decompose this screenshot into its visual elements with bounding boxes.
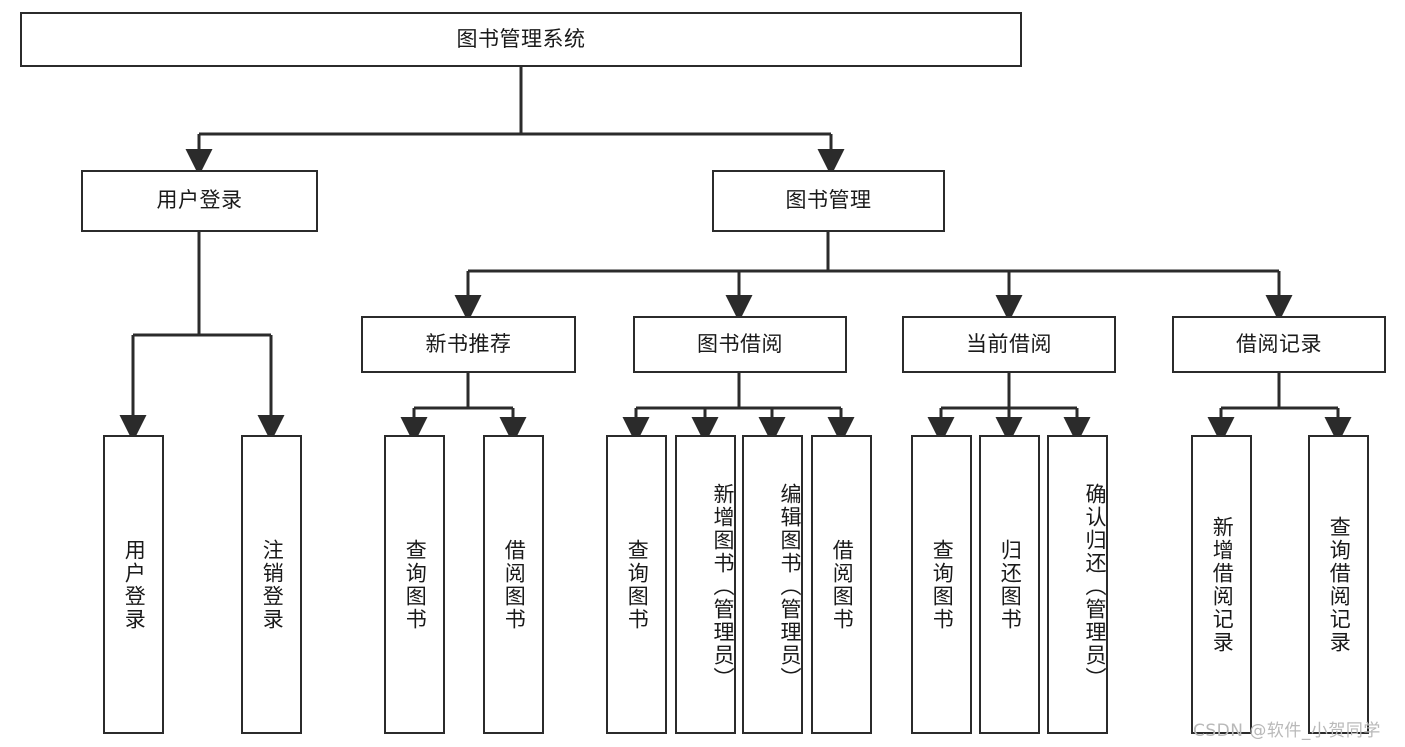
node-label: 查询图书 bbox=[625, 538, 650, 631]
leaf-borrow-record-add[interactable]: 新增借阅记录 bbox=[1191, 435, 1252, 734]
node-user-login[interactable]: 用户登录 bbox=[81, 170, 318, 232]
node-label: 用户登录 bbox=[156, 188, 243, 213]
node-new-book-recommendation[interactable]: 新书推荐 bbox=[361, 316, 576, 373]
leaf-book-borrow-borrow[interactable]: 借阅图书 bbox=[811, 435, 872, 734]
node-label: 新增图书（管理员） bbox=[711, 483, 735, 690]
csdn-watermark: CSDN @软件_小贺同学 bbox=[1193, 716, 1381, 741]
leaf-user-login-signout[interactable]: 注销登录 bbox=[241, 435, 302, 734]
leaf-new-book-borrow[interactable]: 借阅图书 bbox=[483, 435, 544, 734]
node-label: 当前借阅 bbox=[966, 331, 1052, 356]
node-label: 新书推荐 bbox=[425, 331, 512, 356]
leaf-new-book-query[interactable]: 查询图书 bbox=[384, 435, 445, 734]
leaf-book-borrow-edit-admin[interactable]: 编辑图书（管理员） bbox=[742, 435, 803, 734]
node-book-management[interactable]: 图书管理 bbox=[712, 170, 945, 232]
node-label: 查询图书 bbox=[403, 538, 428, 631]
node-label: 新增借阅记录 bbox=[1210, 515, 1235, 654]
leaf-current-borrow-query[interactable]: 查询图书 bbox=[911, 435, 972, 734]
leaf-book-borrow-query[interactable]: 查询图书 bbox=[606, 435, 667, 734]
node-label: 图书管理 bbox=[785, 188, 872, 213]
node-label: 图书管理系统 bbox=[456, 26, 586, 51]
node-label: 图书借阅 bbox=[697, 331, 783, 356]
node-label: 用户登录 bbox=[122, 538, 147, 631]
leaf-book-borrow-add-admin[interactable]: 新增图书（管理员） bbox=[675, 435, 736, 734]
leaf-current-borrow-return[interactable]: 归还图书 bbox=[979, 435, 1040, 734]
node-label: 借阅图书 bbox=[830, 538, 855, 631]
leaf-borrow-record-query[interactable]: 查询借阅记录 bbox=[1308, 435, 1369, 734]
node-root-book-management-system[interactable]: 图书管理系统 bbox=[20, 12, 1022, 67]
node-current-borrowing[interactable]: 当前借阅 bbox=[902, 316, 1116, 373]
node-label: 注销登录 bbox=[260, 538, 285, 631]
node-label: 借阅记录 bbox=[1236, 331, 1322, 356]
node-label: 查询借阅记录 bbox=[1327, 515, 1352, 654]
node-book-borrowing[interactable]: 图书借阅 bbox=[633, 316, 847, 373]
node-label: 编辑图书（管理员） bbox=[778, 483, 802, 690]
leaf-user-login-signin[interactable]: 用户登录 bbox=[103, 435, 164, 734]
node-label: 确认归还（管理员） bbox=[1083, 483, 1107, 690]
node-borrowing-record[interactable]: 借阅记录 bbox=[1172, 316, 1386, 373]
leaf-current-borrow-confirm-admin[interactable]: 确认归还（管理员） bbox=[1047, 435, 1108, 734]
node-label: 归还图书 bbox=[998, 538, 1023, 631]
watermark-text: CSDN @软件_小贺同学 bbox=[1193, 721, 1381, 741]
node-label: 查询图书 bbox=[930, 538, 955, 631]
node-label: 借阅图书 bbox=[502, 538, 527, 631]
